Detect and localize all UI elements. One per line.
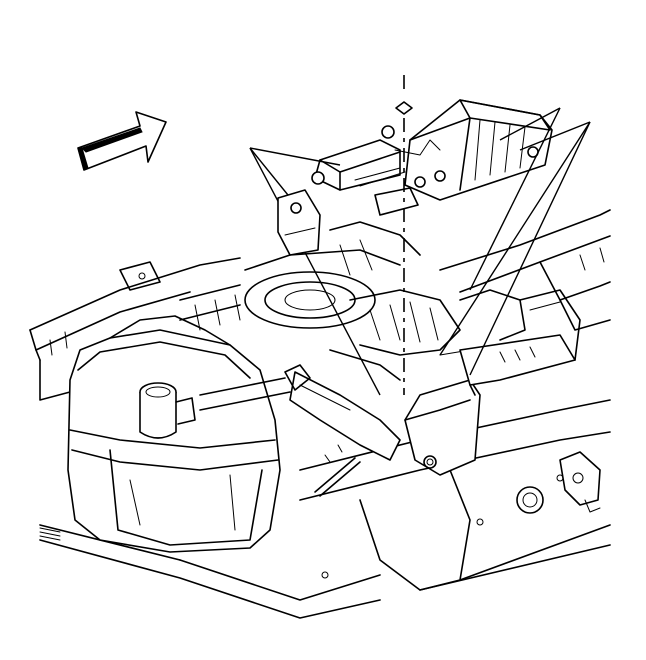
spare-tire-area xyxy=(179,221,421,331)
canister-mount-bracket xyxy=(404,289,581,476)
fuel-tank xyxy=(67,315,281,553)
fastener-bolt xyxy=(395,75,413,395)
filler-cap xyxy=(139,382,196,439)
leader-lines xyxy=(249,107,591,396)
right-bracket xyxy=(559,451,601,513)
right-frame-rail xyxy=(439,209,611,331)
left-bracket xyxy=(277,189,321,256)
filler-hose xyxy=(199,364,401,461)
left-frame-rail xyxy=(29,257,241,401)
evap-canister xyxy=(311,99,553,216)
lower-frame-crossmember xyxy=(39,399,611,619)
linkage-rod xyxy=(314,444,361,497)
direction-arrow-icon xyxy=(77,111,167,171)
